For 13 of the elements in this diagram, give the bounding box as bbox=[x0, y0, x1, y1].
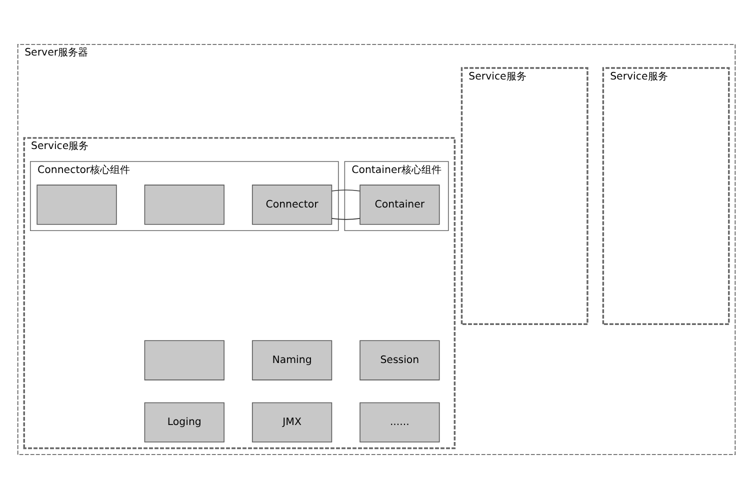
node-box: Naming bbox=[252, 340, 332, 380]
connector bbox=[331, 190, 360, 220]
node-box: Connector bbox=[252, 184, 332, 225]
node-box bbox=[36, 184, 117, 225]
node-box: Service服务 bbox=[460, 67, 588, 325]
node-box bbox=[144, 340, 224, 380]
node-box: Loging bbox=[144, 402, 224, 442]
node-box bbox=[144, 184, 224, 225]
node-box: Service服务 bbox=[602, 67, 730, 325]
node-box: Container bbox=[360, 184, 440, 225]
node-box: Session bbox=[360, 340, 440, 380]
node-box: ...... bbox=[360, 402, 440, 442]
node-box: JMX bbox=[252, 402, 332, 442]
